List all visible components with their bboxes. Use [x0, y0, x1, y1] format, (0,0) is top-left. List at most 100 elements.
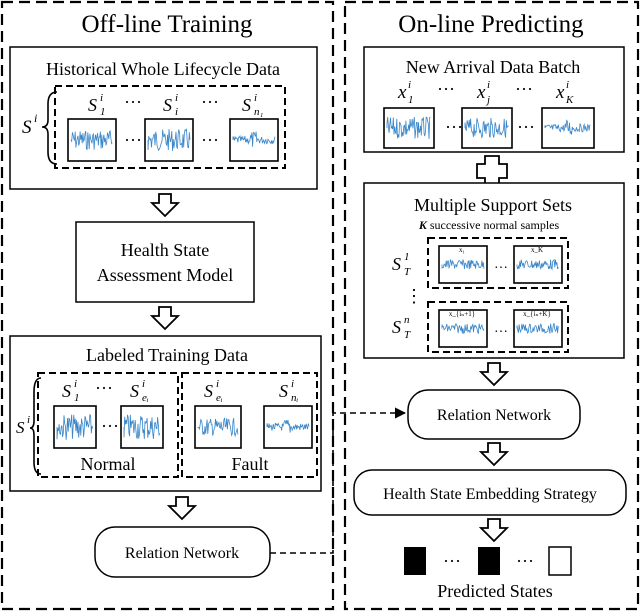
svg-text:···: ··· — [494, 261, 508, 276]
svg-text:···: ··· — [201, 92, 219, 112]
normal-waveform-1 — [53, 405, 97, 449]
svg-text:i: i — [142, 378, 145, 390]
predicted-state-3 — [548, 546, 572, 576]
svg-text:···: ··· — [201, 130, 219, 150]
offline-title: Off-line Training — [81, 11, 253, 38]
hist-waveform-i — [144, 118, 194, 162]
support1-waveform-k — [513, 245, 563, 284]
svg-text:i: i — [175, 106, 178, 118]
svg-text:1: 1 — [408, 94, 414, 106]
svg-text:S: S — [392, 254, 401, 274]
supportn-waveform-k — [513, 309, 563, 348]
svg-text:x_{iₙ+1}: x_{iₙ+1} — [449, 310, 475, 318]
predicted-state-2 — [478, 547, 500, 575]
svg-text:S: S — [16, 418, 25, 437]
svg-text:i: i — [74, 378, 77, 390]
normal-label: Normal — [81, 454, 136, 474]
assessment-model-line2: Assessment Model — [97, 265, 234, 285]
labeled-data-title: Labeled Training Data — [86, 345, 248, 365]
support-thumbnails — [438, 245, 563, 348]
svg-text:S: S — [204, 381, 213, 401]
plus-icon — [476, 155, 508, 187]
offline-panel — [0, 0, 335, 611]
online-panel — [343, 0, 640, 611]
arrow-embedding-to-states — [478, 518, 510, 543]
arrow-labeled-to-relation — [166, 496, 198, 521]
arrow-relation-to-embedding — [478, 442, 510, 467]
arrow-support-to-relation — [478, 362, 510, 387]
assessment-model-box — [75, 221, 255, 303]
support-set-1-dashed — [427, 237, 569, 289]
svg-text:S: S — [279, 381, 288, 401]
svg-text:S: S — [242, 95, 251, 115]
fault-group-dashed — [181, 372, 318, 478]
svg-text:x: x — [476, 82, 486, 103]
svg-text:1: 1 — [404, 251, 410, 263]
svg-text:···: ··· — [95, 378, 113, 398]
support-set-n-dashed — [427, 301, 569, 353]
svg-text:i: i — [566, 79, 569, 91]
support-set-1-label: S T 1 — [392, 251, 411, 278]
support-set-n-label: S T n — [392, 314, 411, 341]
svg-text:i: i — [34, 111, 37, 125]
offline-relation-network-box — [94, 526, 271, 578]
svg-text:···: ··· — [443, 551, 461, 571]
svg-text:K: K — [565, 94, 574, 106]
predicted-states-label: Predicted States — [437, 581, 552, 601]
svg-text:i: i — [408, 79, 411, 91]
svg-text:eᵢ: eᵢ — [216, 392, 223, 404]
normal-waveform-e — [120, 405, 164, 449]
svg-text:eᵢ: eᵢ — [142, 392, 149, 404]
svg-text:1: 1 — [100, 106, 106, 118]
svg-text:i: i — [254, 92, 257, 104]
support-mini-labels: x₁ x_K x_{iₙ+1} x_{iₙ+K} — [449, 246, 551, 318]
batch-waveform-1 — [383, 107, 435, 149]
support-sets-subtitle: K successive normal samples — [418, 218, 560, 232]
svg-text:···: ··· — [445, 117, 463, 137]
support-vdots: ⋮ — [405, 286, 423, 306]
svg-text:S: S — [163, 95, 172, 115]
fault-label: Fault — [231, 454, 268, 474]
svg-text:i: i — [291, 378, 294, 390]
arrow-model-to-labeled — [149, 306, 181, 331]
historical-data-title: Historical Whole Lifecycle Data — [46, 59, 280, 79]
svg-text:S: S — [62, 381, 71, 401]
offline-relation-network-label: Relation Network — [125, 545, 239, 562]
fault-waveform-e — [194, 405, 242, 449]
svg-text:x: x — [397, 82, 407, 103]
svg-text:i: i — [175, 92, 178, 104]
labeled-thumbnails — [53, 405, 313, 449]
historical-samples-dashed — [54, 85, 286, 169]
svg-text:T: T — [404, 329, 411, 341]
svg-text:···: ··· — [515, 79, 533, 99]
batch-waveform-j — [461, 107, 513, 149]
svg-text:T: T — [404, 266, 411, 278]
svg-text:j: j — [485, 94, 490, 106]
svg-text:S: S — [88, 95, 97, 115]
svg-text:···: ··· — [494, 325, 508, 340]
normal-group-dashed — [37, 372, 179, 478]
svg-text:n: n — [404, 314, 410, 326]
svg-text:x: x — [555, 82, 565, 103]
svg-text:···: ··· — [124, 92, 142, 112]
batch-waveform-k — [541, 107, 595, 149]
svg-text:x₁: x₁ — [459, 246, 465, 254]
labeled-set-label: S i — [16, 414, 30, 437]
historical-thumbnails — [67, 118, 279, 162]
svg-text:x_K: x_K — [531, 246, 543, 254]
historical-set-label: S i — [22, 111, 37, 138]
fault-waveform-n — [263, 405, 313, 449]
svg-text:···: ··· — [437, 79, 455, 99]
down-arrows — [149, 193, 510, 543]
predicted-state-1 — [404, 547, 426, 575]
svg-text:i: i — [487, 79, 490, 91]
online-relation-network-label: Relation Network — [437, 407, 551, 424]
assessment-model-line1: Health State — [121, 240, 209, 260]
svg-text:···: ··· — [516, 551, 534, 571]
